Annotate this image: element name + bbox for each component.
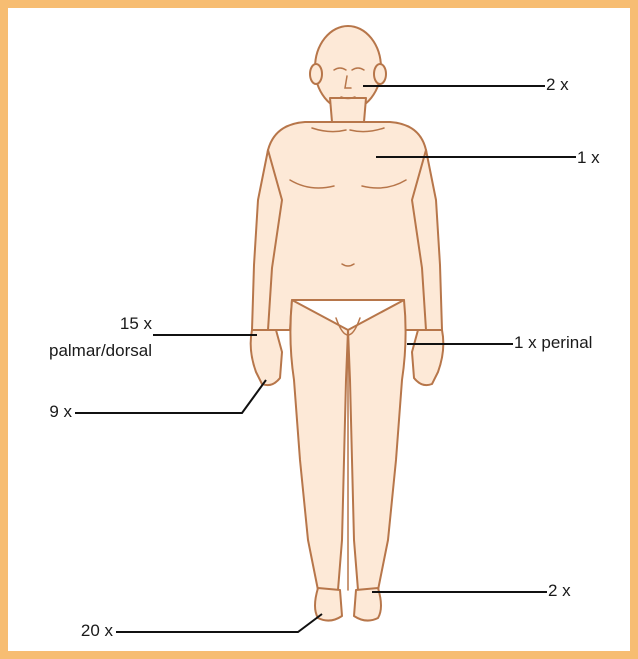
leg-left [290, 300, 348, 590]
hand-right [412, 330, 443, 385]
label-palm-count: 15 x [120, 314, 152, 334]
neck [330, 98, 366, 122]
label-fingers-count: 9 x [49, 402, 72, 422]
label-feet-count: 2 x [548, 581, 571, 601]
label-toes-count: 20 x [81, 621, 113, 641]
hand-left [251, 330, 282, 385]
leader-fingers [75, 380, 266, 413]
leg-right [348, 300, 406, 590]
label-palm-side: palmar/dorsal [49, 341, 152, 361]
ear-left [310, 64, 322, 84]
ear-right [374, 64, 386, 84]
leader-toes [116, 614, 322, 632]
label-perineal-count: 1 x perinal [514, 333, 592, 353]
label-head-count: 2 x [546, 75, 569, 95]
torso [254, 122, 440, 330]
label-chest-count: 1 x [577, 148, 600, 168]
